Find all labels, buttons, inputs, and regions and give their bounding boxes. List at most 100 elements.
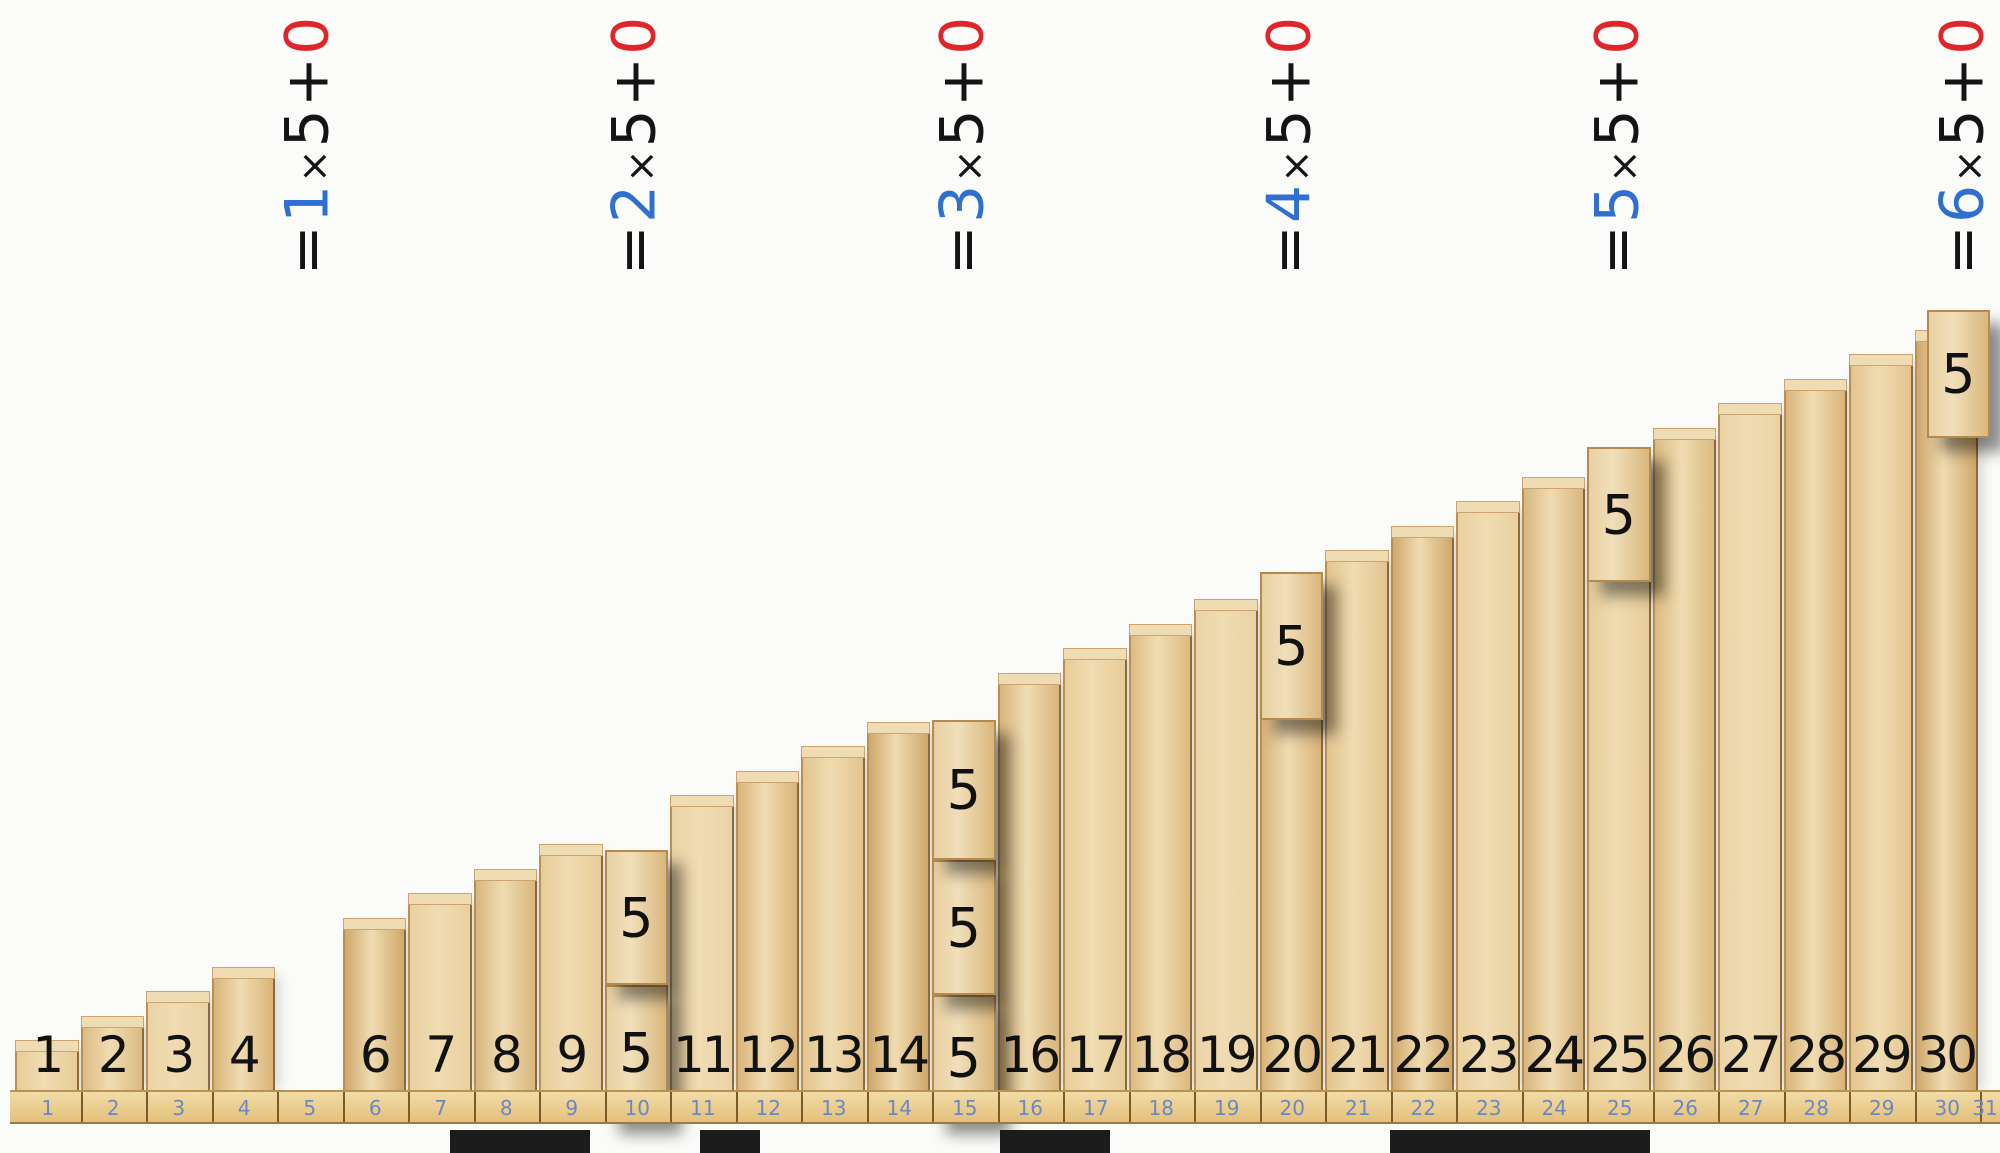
equation-text: =3×5+0: [927, 15, 997, 276]
rod-top-face: [473, 868, 537, 881]
ruler-tick: [1783, 1092, 1786, 1122]
equation-plus: +: [1582, 54, 1653, 108]
ruler-tick: [997, 1092, 1000, 1122]
five-block-label: 5: [946, 1026, 981, 1089]
equation-r: 0: [1927, 14, 1998, 55]
equation-r: 0: [1582, 14, 1653, 55]
ruler-tick: [1194, 1092, 1196, 1122]
equation-d: 5: [927, 107, 998, 148]
rod-label: 21: [1327, 1026, 1389, 1084]
equation-text: =6×5+0: [1928, 15, 1998, 276]
rod-label: 11: [672, 1026, 734, 1084]
rod-1: 1: [15, 1026, 79, 1090]
equation-q: 6: [1927, 182, 1998, 224]
ruler-tick: [1063, 1092, 1065, 1122]
rod-top-face: [1521, 476, 1585, 489]
equation-r: 0: [599, 14, 670, 55]
rod-14: 14: [866, 721, 930, 1090]
equation-d: 5: [1254, 107, 1325, 148]
five-block-label: 5: [619, 886, 654, 949]
rod-top-face: [735, 770, 799, 783]
equation-2: =2×5+0: [595, 15, 675, 276]
ruler-number: 21: [1345, 1096, 1371, 1120]
ruler-tick: [670, 1092, 672, 1122]
equation-eq: =: [272, 223, 343, 276]
equation-times: ×: [291, 147, 338, 183]
ruler-tick: [146, 1092, 148, 1122]
ruler-tick: [1390, 1092, 1393, 1122]
equation-text: =5×5+0: [1582, 15, 1652, 276]
rod-label: 13: [803, 1026, 865, 1084]
equation-plus: +: [1254, 54, 1325, 108]
equation-q: 5: [1582, 182, 1653, 224]
ruler-number: 4: [237, 1096, 251, 1120]
rod-label: 18: [1131, 1026, 1192, 1084]
rod-label: 23: [1458, 1026, 1520, 1084]
equation-times: ×: [618, 147, 665, 183]
rod-6: 6: [342, 917, 406, 1090]
ruler-tick: [1456, 1092, 1458, 1122]
ruler-tick: [801, 1092, 803, 1122]
ruler-tick: [932, 1092, 934, 1122]
rod-label: 7: [425, 1026, 457, 1084]
rod-26: 26: [1652, 427, 1716, 1090]
rod-2: 2: [80, 1015, 144, 1090]
five-block: 5: [1926, 310, 1990, 438]
rod-28: 28: [1783, 378, 1847, 1090]
equation-eq: =: [927, 223, 998, 276]
ruler-number: 16: [1017, 1096, 1043, 1120]
equation-text: =1×5+0: [272, 15, 342, 276]
rod-label: 2: [97, 1026, 130, 1084]
rod-label: 4: [228, 1026, 261, 1084]
rod-top-face: [146, 991, 210, 1003]
five-block: 5: [1587, 447, 1651, 582]
equation-1: =1×5+0: [267, 15, 347, 276]
ruler-number: 11: [690, 1096, 716, 1120]
ruler-tick: [1849, 1092, 1851, 1122]
equation-d: 5: [272, 107, 343, 148]
ruler-number: 22: [1410, 1096, 1436, 1120]
ruler-number: 6: [368, 1096, 382, 1120]
rod-label: 26: [1655, 1026, 1716, 1084]
equation-text: =4×5+0: [1255, 15, 1325, 276]
rod-top-face: [1456, 501, 1520, 513]
ruler-tick: [211, 1092, 214, 1122]
rod-24: 24: [1521, 476, 1585, 1090]
rod-7: 7: [408, 893, 472, 1090]
ruler-tick: [277, 1092, 279, 1122]
rod-22: 22: [1390, 525, 1454, 1090]
equation-q: 1: [272, 182, 343, 224]
rod-label: 14: [869, 1026, 930, 1084]
ruler-number: 17: [1083, 1096, 1109, 1120]
ruler-tick: [1587, 1092, 1589, 1122]
ruler-number: 30: [1934, 1096, 1960, 1120]
rod-23: 23: [1456, 501, 1520, 1090]
equation-plus: +: [1927, 54, 1998, 108]
ruler-tick: [1259, 1092, 1262, 1122]
equation-6: =6×5+0: [1923, 15, 2000, 276]
equation-eq: =: [599, 223, 670, 276]
ruler-tick: [1325, 1092, 1327, 1122]
equation-d: 5: [1927, 107, 1998, 148]
rod-top-face: [211, 966, 275, 979]
rod-label: 27: [1720, 1026, 1782, 1084]
five-block: 5: [1259, 572, 1323, 720]
five-block-label: 5: [1601, 483, 1636, 546]
rod-16: 16: [997, 672, 1061, 1090]
rod-12: 12: [735, 770, 799, 1090]
ruler-number: 25: [1607, 1096, 1633, 1120]
equation-plus: +: [599, 54, 670, 108]
equation-r: 0: [927, 14, 998, 55]
rod-top-face: [1783, 378, 1847, 391]
ruler-number: 19: [1214, 1096, 1240, 1120]
rod-top-face: [1063, 648, 1127, 660]
rod-11: 11: [670, 795, 734, 1090]
ruler-number: 8: [499, 1096, 513, 1120]
ruler-tick: [1914, 1092, 1917, 1122]
ruler-tick: [342, 1092, 345, 1122]
ruler-number: 2: [106, 1096, 120, 1120]
ruler-number: 27: [1738, 1096, 1764, 1120]
equation-3: =3×5+0: [922, 15, 1002, 276]
